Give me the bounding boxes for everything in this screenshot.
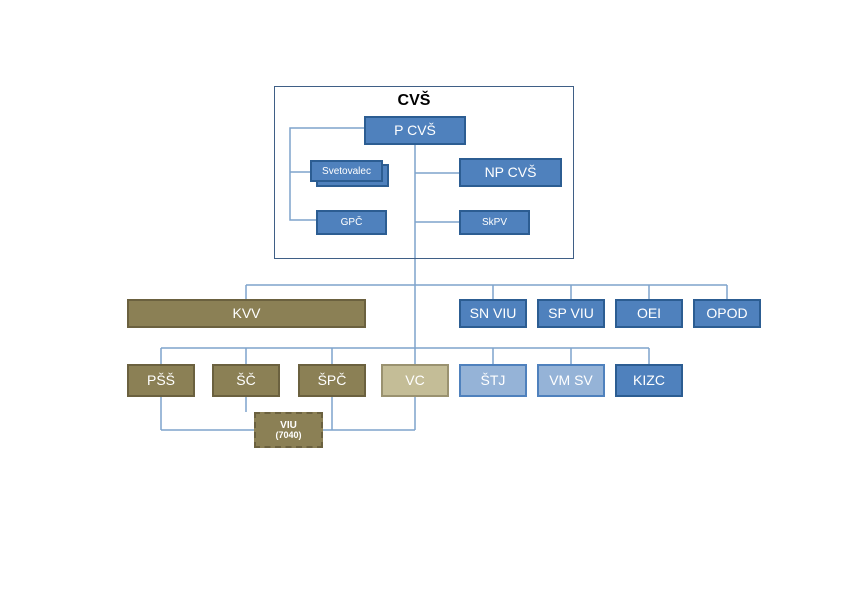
node-opod-label: OPOD [706,304,748,321]
node-p-cvs: P CVŠ [364,116,466,145]
node-skpv: SkPV [459,210,530,235]
node-kvv: KVV [127,299,366,328]
diagram-title: CVŠ [397,92,431,109]
cvs-frame [274,86,574,259]
node-spc: ŠPČ [298,364,366,397]
node-sn-viu-label: SN VIU [469,304,517,321]
node-gpc-label: GPČ [340,217,363,228]
node-sp-viu-label: SP VIU [548,304,594,321]
node-oei-label: OEI [636,304,662,321]
node-sn-viu: SN VIU [459,299,527,328]
node-vc-label: VC [405,371,425,388]
node-spc-label: ŠPČ [317,371,347,388]
node-viu-label: VIU [280,419,297,431]
node-svetovalec-label: Svetovalec [322,165,371,177]
node-vm-sv-label: VM SV [549,371,593,388]
node-np-cvs: NP CVŠ [459,158,562,187]
node-opod: OPOD [693,299,761,328]
node-viu: VIU (7040) [254,412,323,448]
node-stj-label: ŠTJ [480,371,506,388]
node-kizc-label: KIZC [633,371,665,388]
node-pss-label: PŠŠ [146,371,175,388]
node-kizc: KIZC [615,364,683,397]
node-sp-viu: SP VIU [537,299,605,328]
node-np-cvs-label: NP CVŠ [484,163,537,180]
node-kvv-label: KVV [232,304,261,321]
node-gpc: GPČ [316,210,387,235]
node-vc: VC [381,364,449,397]
node-oei: OEI [615,299,683,328]
node-viu-code: (7040) [275,429,302,440]
node-p-cvs-label: P CVŠ [394,121,436,138]
node-svetovalec: Svetovalec [310,160,383,182]
node-sc: ŠČ [212,364,280,397]
node-pss: PŠŠ [127,364,195,397]
node-sc-label: ŠČ [236,371,256,388]
node-stj: ŠTJ [459,364,527,397]
node-skpv-label: SkPV [481,217,507,228]
node-vm-sv: VM SV [537,364,605,397]
